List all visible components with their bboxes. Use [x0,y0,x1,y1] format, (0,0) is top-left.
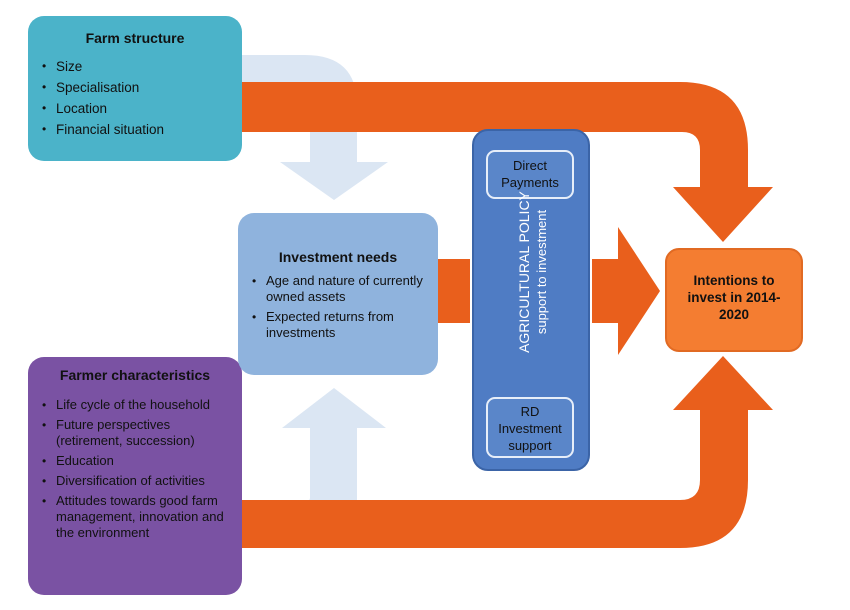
orange-arrow-bottom [238,356,773,548]
list-item: Specialisation [40,79,230,96]
intentions-title: Intentions to invest in 2014-2020 [687,273,781,322]
direct-payments-box: Direct Payments [486,150,574,199]
farmer-characteristics-list: Life cycle of the household Future persp… [40,397,230,541]
investment-needs-list: Age and nature of currently owned assets… [250,273,426,341]
orange-arrow-top [238,82,773,242]
list-item: Financial situation [40,121,230,138]
farm-structure-title: Farm structure [85,30,185,46]
orange-arrow-middle-left [438,259,470,323]
orange-arrow-middle-right [592,227,660,355]
rd-investment-support-box: RD Investment support [486,397,574,458]
agricultural-policy-box: Direct Payments AGRICULTURAL POLICY supp… [472,129,590,471]
agricultural-policy-title: AGRICULTURAL POLICY [516,191,532,353]
list-item: Education [40,453,230,469]
farmer-characteristics-box: Farmer characteristics Life cycle of the… [28,357,242,595]
intentions-box: Intentions to invest in 2014-2020 [665,248,803,352]
list-item: Age and nature of currently owned assets [250,273,426,305]
farm-structure-box: Farm structure Size Specialisation Locat… [28,16,242,161]
list-item: Life cycle of the household [40,397,230,413]
agricultural-policy-subtitle: support to investment [534,209,549,335]
farm-structure-list: Size Specialisation Location Financial s… [40,58,230,138]
list-item: Diversification of activities [40,473,230,489]
list-item: Expected returns from investments [250,309,426,341]
list-item: Size [40,58,230,75]
list-item: Location [40,100,230,117]
investment-needs-title: Investment needs [278,249,398,265]
investment-needs-box: Investment needs Age and nature of curre… [238,213,438,375]
agricultural-policy-label: AGRICULTURAL POLICY support to investmen… [516,152,550,392]
list-item: Future perspectives (retirement, success… [40,417,230,449]
farmer-characteristics-title: Farmer characteristics [59,367,211,383]
list-item: Attitudes towards good farm management, … [40,493,230,541]
